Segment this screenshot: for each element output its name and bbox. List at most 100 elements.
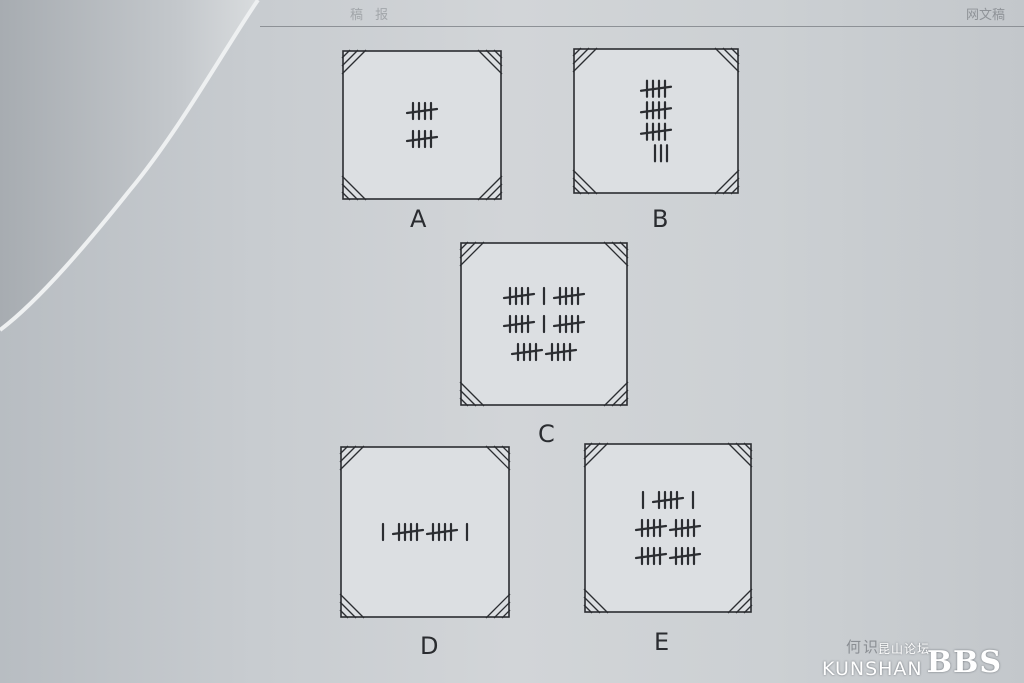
hatch-line (339, 445, 349, 455)
hatch-line (611, 389, 629, 407)
hatch-line (339, 593, 365, 619)
tally-cross (639, 85, 673, 92)
corner-hatch (714, 47, 740, 73)
corner-hatch (727, 588, 753, 614)
tally-cross (552, 320, 586, 328)
panel-a-figure (341, 49, 503, 201)
hatch-line (583, 604, 593, 614)
hatch-line (485, 183, 503, 201)
corner-hatch (583, 588, 609, 614)
tally-cross (510, 348, 544, 356)
hatch-line (714, 47, 740, 73)
tally-cross (634, 552, 668, 560)
hatch-line (459, 241, 485, 267)
corner-hatch (572, 169, 598, 195)
tally-cross (502, 320, 536, 328)
tally-group (634, 546, 668, 566)
hatch-line (714, 169, 740, 195)
tally-group (502, 286, 536, 306)
tally-group (668, 546, 702, 566)
hatch-line (341, 191, 351, 201)
hatch-line (493, 49, 503, 59)
panel-c-figure (459, 241, 629, 407)
tally-group (544, 342, 578, 362)
tally-group (653, 144, 669, 163)
hatch-line (727, 588, 753, 614)
frame (584, 443, 752, 613)
hatch-line (339, 609, 349, 619)
tally-group (425, 522, 459, 542)
tally-group (502, 314, 536, 334)
hatch-line (583, 442, 593, 452)
tally-group (668, 518, 702, 538)
hatch-line (339, 601, 357, 619)
hatch-line (583, 596, 601, 614)
frame (340, 446, 510, 618)
corner-hatch (477, 175, 503, 201)
watermark-bbs: BBS (926, 645, 1003, 680)
header-right-text: 网文稿 (966, 8, 1006, 23)
hatch-line (341, 49, 359, 67)
tally-cross (634, 524, 668, 532)
hatch-line (477, 49, 503, 75)
watermark-site: KUNSHAN (822, 658, 923, 680)
hatch-line (572, 177, 590, 195)
panel-b (572, 47, 740, 195)
tally-group (639, 79, 673, 98)
hatch-line (583, 442, 609, 468)
tally-cross (639, 107, 673, 114)
panel-a (341, 49, 503, 201)
frame (573, 48, 739, 194)
tally-group (510, 342, 544, 362)
hatch-line (722, 47, 740, 65)
tally-cross (391, 528, 425, 536)
hatch-line (572, 169, 598, 195)
hatch-line (341, 175, 367, 201)
tally-cross (651, 496, 685, 504)
tally-cross (552, 292, 586, 300)
hatch-line (459, 389, 477, 407)
hatch-line (603, 381, 629, 407)
hatch-line (493, 445, 511, 463)
corner-hatch (714, 169, 740, 195)
label-d: D (420, 632, 439, 660)
hatch-line (485, 593, 511, 619)
tally-cross (668, 552, 702, 560)
tally-cross (425, 528, 459, 536)
tally-cross (639, 128, 673, 135)
panel-b-figure (572, 47, 740, 195)
hatch-line (743, 442, 753, 452)
hatch-line (459, 241, 469, 251)
corner-hatch (341, 175, 367, 201)
hatch-line (459, 381, 485, 407)
tally-group (634, 518, 668, 538)
tally-cross (405, 107, 439, 115)
hatch-line (493, 191, 503, 201)
tally-group (639, 122, 673, 141)
corner-hatch (339, 593, 365, 619)
hatch-line (735, 596, 753, 614)
hatch-line (339, 445, 365, 471)
watermark: 昆山论坛 KUNSHAN BBS (822, 640, 1002, 680)
tally-cross (502, 292, 536, 300)
hatch-line (743, 604, 753, 614)
panel-c (459, 241, 629, 407)
tally-cross (668, 524, 702, 532)
corner-hatch (477, 49, 503, 75)
hatch-line (501, 445, 511, 455)
corner-hatch (459, 241, 485, 267)
watermark-site-cn: 昆山论坛 (878, 642, 931, 656)
hatch-line (459, 397, 469, 407)
tally-group (651, 490, 685, 510)
tally-cross (544, 348, 578, 356)
hatch-line (603, 241, 629, 267)
panel-d (339, 445, 511, 619)
hatch-line (611, 241, 629, 259)
header-rule (260, 26, 1024, 27)
hatch-line (485, 49, 503, 67)
hatch-line (493, 601, 511, 619)
corner-hatch (603, 381, 629, 407)
hatch-line (339, 445, 357, 463)
